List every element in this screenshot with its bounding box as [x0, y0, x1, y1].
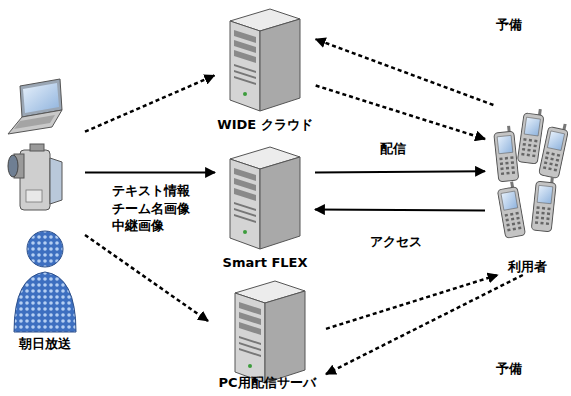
backup-arrow: [85, 76, 214, 132]
phone-icons: [493, 107, 569, 238]
flow-arrow: [85, 171, 215, 173]
edge-label: テキスト情報 チーム名画像 中継画像: [110, 182, 200, 235]
node-label: 利用者: [485, 259, 569, 275]
edge-label: 配信: [378, 140, 408, 158]
node-label: 朝日放送: [5, 336, 85, 352]
edge-label: アクセス: [368, 233, 424, 251]
backup-arrow: [85, 235, 208, 321]
flow-arrow: [315, 209, 485, 212]
source-group: 朝日放送: [5, 80, 85, 352]
edge-label: 予備: [494, 360, 524, 378]
video-camera-icon: [8, 144, 62, 210]
node-label: WIDE クラウド: [214, 117, 315, 133]
server-icon: [230, 9, 305, 383]
backup-arrow: [316, 39, 494, 105]
node-label: Smart FLEX: [215, 255, 315, 271]
node-label: PC用配信サーバ: [208, 375, 326, 391]
user-group: 利用者: [485, 105, 569, 275]
server-box: WIDE クラウド: [214, 8, 315, 133]
laptop-icon: [8, 79, 62, 134]
person-icon: [14, 231, 76, 332]
edge-label: 予備: [494, 16, 524, 34]
server-box: Smart FLEX: [215, 143, 315, 271]
server-box: PC用配信サーバ: [208, 278, 326, 391]
flow-arrow: [315, 171, 485, 172]
